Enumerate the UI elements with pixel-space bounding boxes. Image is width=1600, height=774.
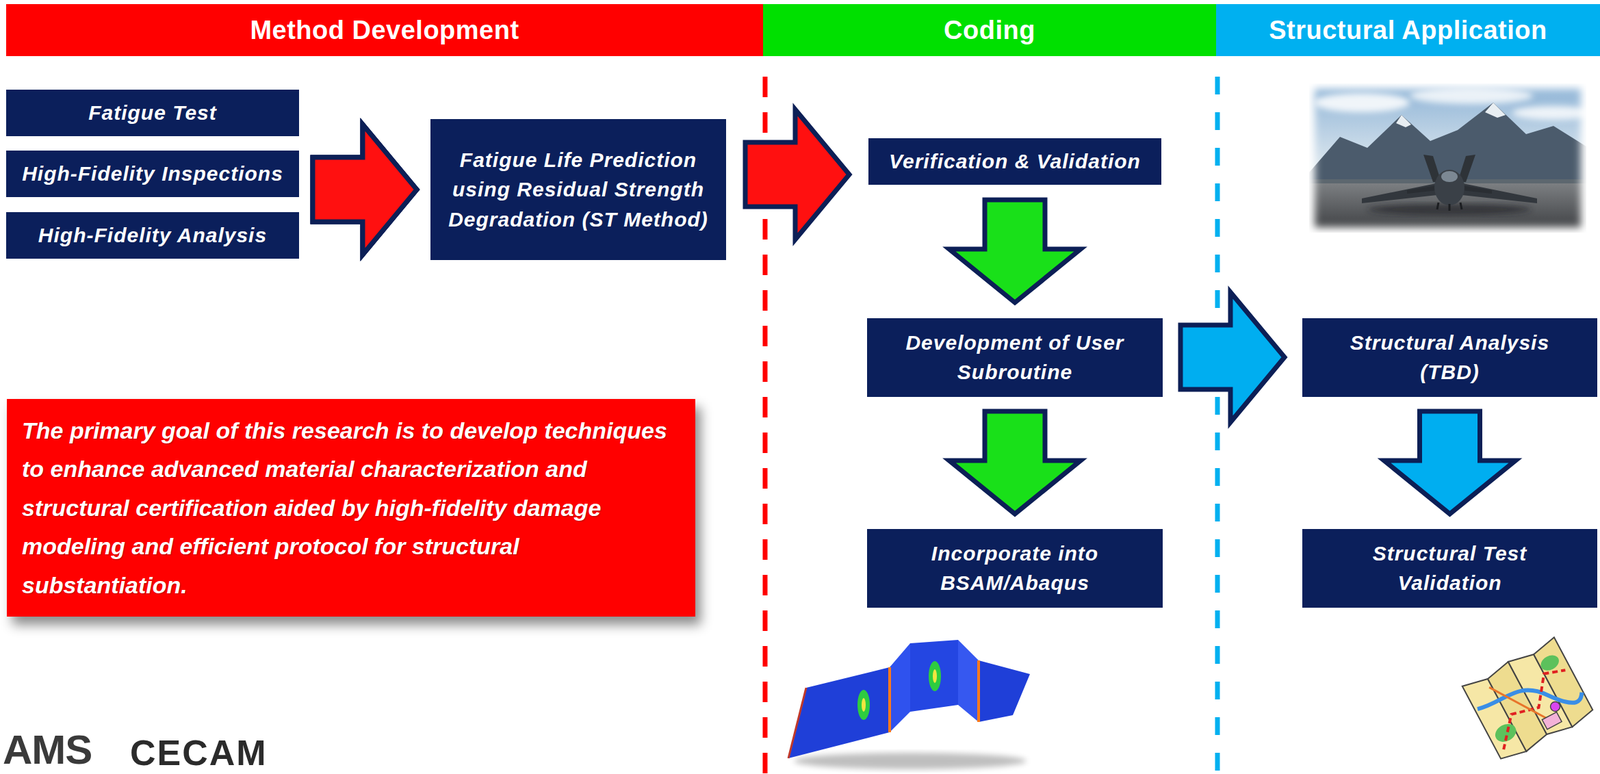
- fea-stripe: [788, 687, 807, 759]
- phase-title: Coding: [943, 15, 1036, 46]
- process-box: Verification & Validation: [868, 138, 1162, 185]
- box-label: Fatigue Test: [88, 97, 217, 128]
- map-marker: [1548, 700, 1562, 714]
- fea-web: [958, 639, 979, 722]
- logo-text: CECAM: [130, 734, 268, 771]
- goal-text: The primary goal of this research is to …: [21, 411, 681, 605]
- fea-stripe: [977, 660, 980, 722]
- process-box: Structural Analysis (TBD): [1302, 318, 1598, 397]
- jet-shadow: [1367, 203, 1532, 215]
- jet-gear: [1437, 202, 1439, 210]
- process-box: Incorporate into BSAM/Abaqus: [867, 528, 1163, 608]
- map-park: [1538, 652, 1562, 674]
- block-arrow: [745, 109, 850, 240]
- box-label: Structural Test Validation: [1318, 538, 1581, 599]
- damage-spot: [928, 661, 941, 692]
- mountains: [1309, 102, 1587, 187]
- method-box: Fatigue Life Prediction using Residual S…: [430, 119, 727, 261]
- box-label: Structural Analysis (TBD): [1318, 327, 1581, 388]
- map-park: [1491, 720, 1520, 746]
- fea-hat: [910, 639, 959, 712]
- damage-spot: [932, 669, 937, 683]
- sky: [1309, 83, 1587, 233]
- block-arrow: [949, 411, 1081, 514]
- cloud: [1409, 87, 1533, 105]
- phase-divider: [1215, 76, 1221, 774]
- map-river: [1477, 662, 1585, 746]
- box-label: High-Fidelity Analysis: [38, 220, 267, 251]
- box-label: Development of User Subroutine: [883, 327, 1147, 388]
- jet-gear: [1460, 202, 1462, 210]
- input-box: High-Fidelity Analysis: [6, 212, 300, 259]
- map-icon: [1462, 637, 1596, 764]
- aircraft-photo: [1309, 83, 1595, 233]
- input-box: High-Fidelity Inspections: [6, 150, 300, 198]
- box-label: Fatigue Life Prediction using Residual S…: [448, 145, 709, 235]
- process-box: Structural Test Validation: [1302, 528, 1598, 608]
- box-label: Verification & Validation: [888, 146, 1141, 177]
- phase-band: Coding: [763, 4, 1217, 57]
- picture-shadow: [793, 752, 1027, 770]
- map-road: [1489, 667, 1555, 742]
- snow: [1485, 102, 1506, 118]
- input-box: Fatigue Test: [6, 89, 300, 137]
- map-legend-box: [1541, 711, 1562, 729]
- block-arrow: [1384, 411, 1516, 514]
- phase-title: Method Development: [249, 15, 519, 46]
- cloud: [1512, 106, 1595, 120]
- block-arrow: [312, 124, 417, 255]
- phase-band: Method Development: [6, 4, 764, 57]
- fea-stripe: [888, 667, 892, 733]
- logo-text: AMS: [2, 729, 92, 771]
- jet-fuselage: [1434, 169, 1465, 206]
- box-label: Incorporate into BSAM/Abaqus: [883, 538, 1147, 599]
- cloud: [1313, 93, 1410, 113]
- fea-web: [889, 643, 911, 733]
- process-box: Development of User Subroutine: [867, 318, 1163, 397]
- block-arrow: [312, 124, 417, 255]
- map-route: [1480, 663, 1585, 750]
- phase-band: Structural Application: [1216, 4, 1600, 57]
- box-label: High-Fidelity Inspections: [21, 158, 284, 189]
- jet-canopy: [1441, 171, 1458, 183]
- fea-skin: [788, 667, 890, 759]
- goal-statement: The primary goal of this research is to …: [6, 398, 696, 617]
- block-arrow: [312, 124, 417, 255]
- damage-spot: [861, 698, 866, 712]
- block-arrow: [949, 199, 1081, 303]
- fea-skin: [978, 660, 1030, 722]
- damage-spot: [857, 689, 870, 720]
- map-panel: [1530, 637, 1596, 727]
- jet-gear: [1448, 203, 1451, 211]
- phase-title: Structural Application: [1268, 15, 1548, 46]
- snow: [1396, 114, 1412, 128]
- block-arrow: [1180, 292, 1285, 423]
- fea-model-picture: [788, 639, 1030, 770]
